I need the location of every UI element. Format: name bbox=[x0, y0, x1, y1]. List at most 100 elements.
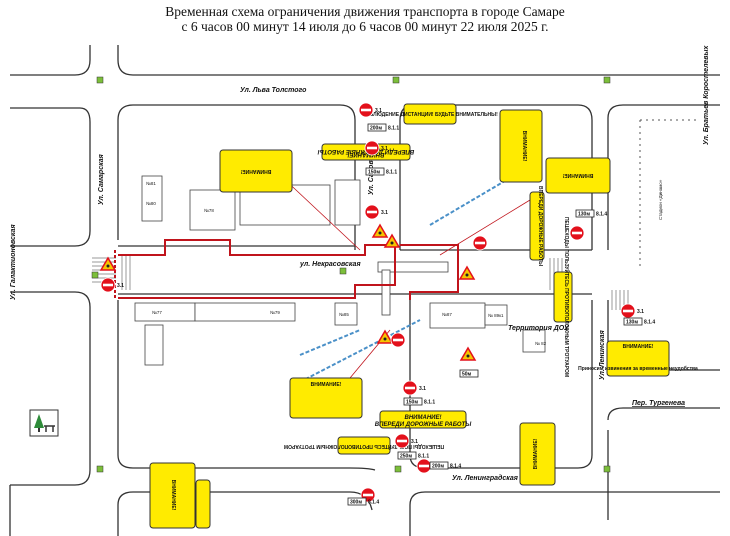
svg-text:8.1.1: 8.1.1 bbox=[418, 454, 429, 460]
svg-text:8.1.1: 8.1.1 bbox=[386, 170, 397, 176]
no-entry-sign-icon bbox=[472, 235, 488, 251]
notice-detour-right: ВНИМАНИЕ! Приносим извинения за временны… bbox=[578, 340, 698, 377]
street-label-samarskaya: Ул. Самарская bbox=[98, 154, 105, 205]
distance-plate: 150м 8.1.1 bbox=[365, 167, 397, 176]
building-label: № 82 bbox=[535, 341, 547, 346]
svg-text:ВНИМАНИЕ!: ВНИМАНИЕ! bbox=[170, 480, 176, 511]
svg-text:8.1.1: 8.1.1 bbox=[388, 126, 399, 132]
svg-text:ВНИМАНИЕ!: ВНИМАНИЕ! bbox=[521, 131, 527, 162]
no-entry-sign-icon: 3.1 bbox=[100, 277, 124, 293]
svg-text:130м: 130м bbox=[626, 320, 638, 326]
svg-text:ВНИМАНИЕ!: ВНИМАНИЕ! bbox=[562, 172, 593, 178]
detour-arrows bbox=[299, 174, 516, 383]
road-curbs bbox=[9, 45, 720, 536]
notice-detour-bottom-right: ВНИМАНИЕ! bbox=[519, 422, 556, 486]
svg-text:ВНИМАНИЕ!: ВНИМАНИЕ! bbox=[405, 415, 442, 421]
sign-code: 3.1 bbox=[381, 210, 388, 216]
notice-detour-bottom-left2 bbox=[195, 479, 211, 529]
svg-text:СОБЛЮДЕНИЕ ДИСТАНЦИИ! БУДЬТЕ В: СОБЛЮДЕНИЕ ДИСТАНЦИИ! БУДЬТЕ ВНИМАТЕЛЬНЫ… bbox=[362, 112, 498, 118]
svg-text:8.1.4: 8.1.4 bbox=[450, 464, 461, 470]
svg-text:150м: 150м bbox=[406, 400, 418, 406]
street-label-leningradskaya: Ул. Ленинградская bbox=[452, 474, 518, 482]
svg-text:50м: 50м bbox=[462, 372, 472, 378]
work-zone-fence bbox=[114, 239, 459, 300]
building-label: №87 bbox=[442, 312, 452, 317]
street-label-korostelevykh: Ул. Братьев Коростелевых bbox=[703, 44, 710, 145]
svg-text:ВНИМАНИЕ!: ВНИМАНИЕ! bbox=[533, 438, 539, 469]
svg-text:ВПЕРЕДИ ДОРОЖНЫЕ РАБОТЫ: ВПЕРЕДИ ДОРОЖНЫЕ РАБОТЫ bbox=[537, 186, 543, 266]
notice-contractor-top: ВНИМАНИЕ! bbox=[219, 149, 293, 193]
distance-plate: 200м 8.1.1 bbox=[367, 123, 399, 132]
sign-code: 3.1 bbox=[117, 283, 124, 289]
street-label-tolstogo: Ул. Льва Толстого bbox=[240, 87, 307, 94]
building-label: №77 bbox=[152, 310, 162, 315]
no-entry-sign-icon bbox=[390, 332, 406, 348]
building-label: №80 bbox=[146, 201, 156, 206]
svg-text:8.1.4: 8.1.4 bbox=[644, 320, 655, 326]
scheme-title-line1: Временная схема ограничения движения тра… bbox=[165, 4, 565, 19]
distance-plate: 130м 8.1.4 bbox=[623, 317, 655, 326]
stadium-label: Стадион «Динамо» bbox=[658, 179, 663, 220]
sign-code: 3.1 bbox=[419, 386, 426, 392]
sign-code: 3.1 bbox=[375, 108, 382, 114]
no-entry-sign-icon: 3.1 bbox=[394, 433, 418, 449]
distance-plate: 50м bbox=[459, 369, 479, 378]
svg-text:250м: 250м bbox=[400, 454, 412, 460]
notice-pedestrians-bottom: ПЕШЕХОДЫ ПОЛЬЗУЙТЕСЬ ПРОТИВОПОЛОЖНЫМ ТРО… bbox=[284, 436, 444, 455]
svg-text:8.1.4: 8.1.4 bbox=[368, 500, 379, 506]
distance-plate: 130м 8.1.4 bbox=[575, 209, 607, 218]
building-label: №78 bbox=[204, 208, 214, 213]
notice-works-ahead-bottom: ВНИМАНИЕ! ВПЕРЕДИ ДОРОЖНЫЕ РАБОТЫ bbox=[375, 410, 472, 429]
distance-plate: 150м 8.1.1 bbox=[403, 397, 435, 406]
street-label-leninskaya: Ул. Ленинская bbox=[599, 330, 606, 380]
notice-pedestrians-right: ПЕШЕХОДЫ ПОЛЬЗУЙТЕСЬ ПРОТИВОПОЛОЖНЫМ ТРО… bbox=[553, 217, 573, 377]
svg-text:Приносим извинения за временны: Приносим извинения за временные неудобст… bbox=[578, 365, 698, 372]
svg-text:ВПЕРЕДИ ДОРОЖНЫЕ РАБОТЫ: ВПЕРЕДИ ДОРОЖНЫЕ РАБОТЫ bbox=[375, 422, 472, 428]
no-entry-sign-icon: 3.1 bbox=[358, 102, 382, 118]
no-entry-sign-icon: 3.1 bbox=[364, 140, 388, 156]
svg-text:300м: 300м bbox=[350, 500, 362, 506]
street-label-turgeneva: Пер. Тургенева bbox=[632, 400, 685, 407]
sign-code: 3.1 bbox=[411, 439, 418, 445]
dou-label: Территория ДОУ bbox=[508, 325, 570, 332]
no-entry-sign-icon: 3.1 bbox=[620, 303, 644, 319]
notice-works-ahead-vertical: ВПЕРЕДИ ДОРОЖНЫЕ РАБОТЫ bbox=[529, 186, 545, 266]
street-label-nekrasovskaya: ул. Некрасовская bbox=[299, 261, 361, 268]
road-works-sign-icon bbox=[376, 329, 394, 344]
notice-distance: СОБЛЮДЕНИЕ ДИСТАНЦИИ! БУДЬТЕ ВНИМАТЕЛЬНЫ… bbox=[362, 103, 498, 125]
distance-plate: 300м 8.1.4 bbox=[347, 497, 379, 506]
svg-text:200м: 200м bbox=[432, 464, 444, 470]
road-works-sign-icon bbox=[99, 256, 117, 271]
notice-detour-bottom-left: ВНИМАНИЕ! bbox=[149, 462, 196, 529]
road-works-sign-icon bbox=[383, 233, 401, 248]
no-entry-sign-icon bbox=[416, 458, 432, 474]
distance-plate: 200м 8.1.4 bbox=[429, 461, 461, 470]
building-label: №79 bbox=[270, 310, 280, 315]
building-label: №85 bbox=[339, 312, 349, 317]
no-entry-sign-icon: 3.1 bbox=[402, 380, 426, 396]
sign-code: 3.1 bbox=[637, 309, 644, 315]
no-entry-sign-icon bbox=[569, 225, 585, 241]
park-icon bbox=[29, 409, 59, 437]
scheme-title-line2: с 6 часов 00 минут 14 июля до 6 часов 00… bbox=[181, 19, 549, 34]
svg-text:ПЕШЕХОДЫ ПОЛЬЗУЙТЕСЬ ПРОТИВОПО: ПЕШЕХОДЫ ПОЛЬЗУЙТЕСЬ ПРОТИВОПОЛОЖНЫМ ТРО… bbox=[563, 217, 571, 377]
svg-text:8.1.4: 8.1.4 bbox=[596, 212, 607, 218]
svg-text:150м: 150м bbox=[368, 170, 380, 176]
notice-contractor-right: ВНИМАНИЕ! bbox=[499, 109, 543, 183]
svg-text:ПЕШЕХОДЫ ПОЛЬЗУЙТЕСЬ ПРОТИВОПО: ПЕШЕХОДЫ ПОЛЬЗУЙТЕСЬ ПРОТИВОПОЛОЖНЫМ ТРО… bbox=[284, 443, 444, 451]
distance-plate: 250м 8.1.1 bbox=[397, 451, 429, 460]
road-works-sign-icon bbox=[371, 223, 389, 238]
svg-text:200м: 200м bbox=[370, 126, 382, 132]
road-works-sign-icon bbox=[459, 346, 477, 361]
road-works-sign-icon bbox=[458, 265, 476, 280]
building-label: № 89к1 bbox=[488, 313, 504, 318]
svg-text:8.1.1: 8.1.1 bbox=[424, 400, 435, 406]
traffic-lights bbox=[91, 76, 611, 473]
street-label-galaktionovskaya: Ул. Галактионовская bbox=[10, 224, 17, 300]
svg-text:ВНИМАНИЕ!: ВНИМАНИЕ! bbox=[311, 382, 342, 388]
svg-text:130м: 130м bbox=[578, 212, 590, 218]
svg-text:ВНИМАНИЕ!: ВНИМАНИЕ! bbox=[623, 344, 654, 350]
